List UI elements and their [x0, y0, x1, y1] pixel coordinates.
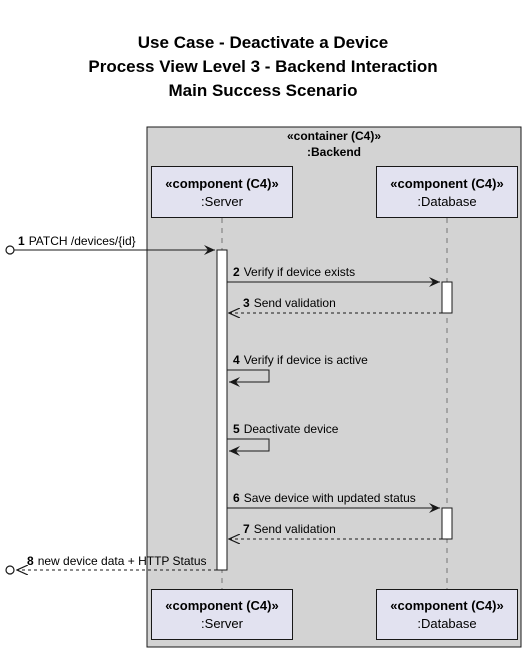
diagram-title-line-3: Main Success Scenario [168, 81, 358, 100]
container-name: :Backend [306, 145, 362, 159]
message-number: 2 [233, 265, 240, 279]
database-stereotype: «component (C4)» [390, 598, 504, 613]
message-text: Deactivate device [243, 422, 339, 436]
message-1-start-circle [5, 245, 15, 255]
database-participant-top: «component (C4)» :Database [376, 166, 518, 218]
message-number: 1 [18, 234, 25, 248]
message-text: new device data + HTTP Status [37, 554, 207, 568]
message-number: 8 [27, 554, 34, 568]
container-stereotype: «container (C4)» [286, 129, 382, 143]
diagram-title-line-1: Use Case - Deactivate a Device [137, 33, 389, 52]
server-stereotype: «component (C4)» [165, 176, 279, 191]
message-4-arrow [227, 369, 270, 387]
diagram-title-line-2: Process View Level 3 - Backend Interacti… [88, 57, 438, 76]
message-number: 3 [243, 296, 250, 310]
message-8-end-circle [5, 565, 15, 575]
message-text: Send validation [253, 522, 336, 536]
message-number: 4 [233, 353, 240, 367]
database-participant-bottom: «component (C4)» :Database [376, 589, 518, 640]
message-5-arrow [227, 438, 270, 456]
server-participant-bottom: «component (C4)» :Server [151, 589, 293, 640]
server-participant-top: «component (C4)» :Server [151, 166, 293, 218]
backend-container-label: «container (C4)» :Backend [147, 128, 521, 160]
database-activation-bar-2 [441, 507, 453, 540]
message-number: 7 [243, 522, 250, 536]
database-name: :Database [417, 194, 477, 209]
server-name: :Server [201, 616, 243, 631]
message-text: Save device with updated status [243, 491, 416, 505]
message-number: 5 [233, 422, 240, 436]
database-stereotype: «component (C4)» [390, 176, 504, 191]
server-stereotype: «component (C4)» [165, 598, 279, 613]
message-text: Verify if device is active [243, 353, 368, 367]
database-name: :Database [417, 616, 477, 631]
message-number: 6 [233, 491, 240, 505]
server-activation-bar [216, 249, 228, 571]
server-name: :Server [201, 194, 243, 209]
message-text: PATCH /devices/{id} [28, 234, 136, 248]
message-text: Verify if device exists [243, 265, 356, 279]
database-activation-bar-1 [441, 281, 453, 314]
message-text: Send validation [253, 296, 336, 310]
